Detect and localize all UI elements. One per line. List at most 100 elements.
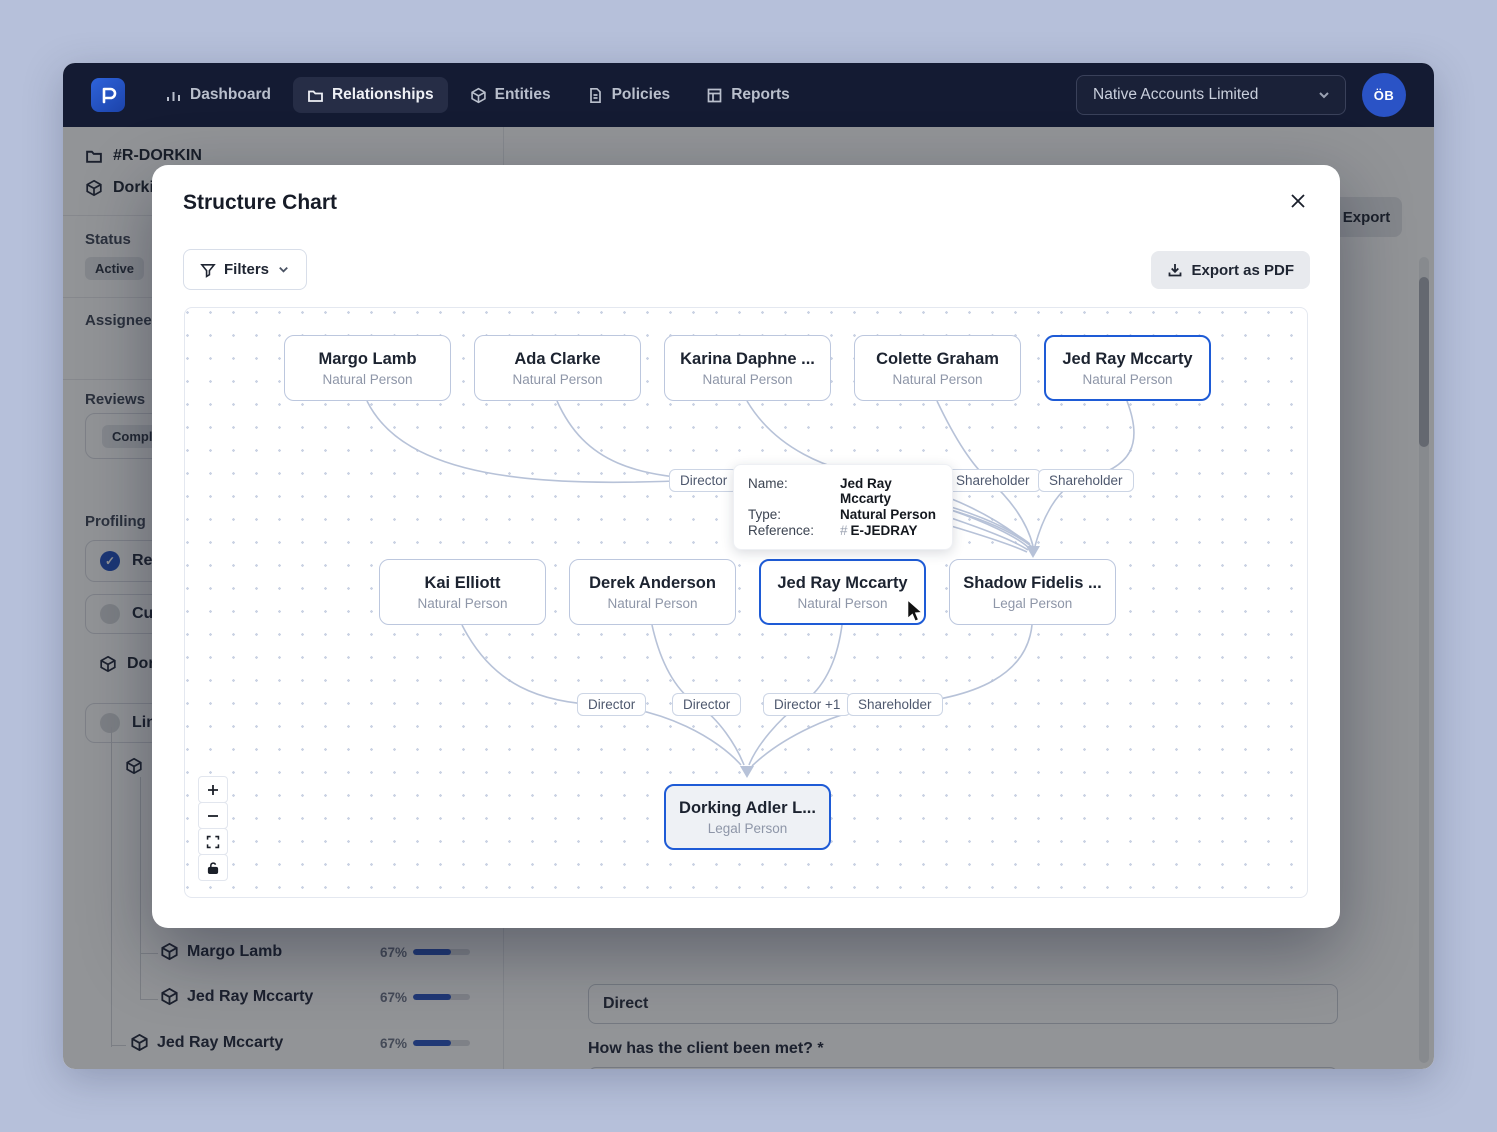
channel-input[interactable]: Direct — [588, 984, 1338, 1024]
tooltip-type-value: Natural Person — [840, 507, 937, 522]
case-id: #R-DORKIN — [113, 147, 202, 164]
minus-icon — [208, 814, 218, 817]
node-name: Dorking Adler L... — [679, 798, 816, 817]
chevron-down-icon — [279, 266, 288, 273]
edge-label-shareholder: Shareholder — [945, 469, 1041, 492]
nav-item-relationships[interactable]: Relationships — [292, 77, 448, 113]
close-icon — [1291, 194, 1305, 208]
cube-icon — [161, 942, 178, 961]
lock-button[interactable] — [198, 854, 228, 881]
navbar-right: Native Accounts Limited ÖB — [1076, 73, 1406, 117]
lock-icon — [207, 861, 219, 874]
arrowhead — [1026, 546, 1040, 558]
channel-input-value: Direct — [603, 995, 649, 1012]
nav-item-label: Dashboard — [190, 86, 271, 103]
chart-node[interactable]: Derek Anderson Natural Person — [569, 559, 736, 625]
export-pdf-button[interactable]: Export as PDF — [1151, 251, 1310, 289]
tooltip-reference-value: E-JEDRAY — [850, 523, 918, 538]
cube-icon — [470, 87, 486, 103]
check-icon: ✓ — [100, 551, 120, 571]
tooltip-reference-hash: # — [840, 523, 848, 538]
tree-row[interactable]: Margo Lamb — [160, 942, 282, 961]
edge-label-director: Director — [672, 693, 742, 716]
filters-button[interactable]: Filters — [183, 249, 308, 290]
folder-icon — [86, 150, 102, 163]
node-type: Natural Person — [702, 371, 793, 387]
tooltip-name-label: Name: — [748, 476, 788, 491]
progress-bar — [413, 994, 470, 1000]
tooltip-reference-row: Reference: #E-JEDRAY — [748, 523, 938, 538]
nav-item-dashboard[interactable]: Dashboard — [151, 77, 285, 113]
tree-node-name: Jed Ray Mccarty — [187, 987, 314, 1005]
tree-row[interactable]: Jed Ray Mccarty — [160, 987, 313, 1006]
account-selector[interactable]: Native Accounts Limited — [1076, 75, 1346, 115]
node-name: Jed Ray Mccarty — [1062, 349, 1193, 368]
entity-name: Dorki — [113, 179, 154, 196]
zoom-in-button[interactable] — [198, 776, 228, 803]
node-name: Karina Daphne ... — [680, 349, 815, 368]
chart-node-selected[interactable]: Jed Ray Mccarty Natural Person — [759, 559, 926, 625]
tree-node-name: Jed Ray Mccarty — [157, 1033, 284, 1051]
tree-connector — [140, 999, 158, 1000]
avatar-initials: ÖB — [1373, 87, 1395, 103]
structure-chart-canvas[interactable]: Margo Lamb Natural Person Ada Clarke Nat… — [184, 307, 1308, 898]
scrollbar-thumb[interactable] — [1419, 277, 1429, 447]
edge-label-shareholder: Shareholder — [847, 693, 943, 716]
chart-node[interactable]: Colette Graham Natural Person — [854, 335, 1021, 401]
node-name: Derek Anderson — [589, 573, 716, 592]
fit-view-icon — [206, 835, 220, 848]
chart-node-selected[interactable]: Jed Ray Mccarty Natural Person — [1044, 335, 1211, 401]
node-type: Natural Person — [417, 595, 508, 611]
case-id-row: #R-DORKIN — [85, 147, 202, 165]
question-met-label: How has the client been met? * — [588, 1040, 824, 1057]
nav-item-policies[interactable]: Policies — [573, 77, 685, 113]
assignee-label: Assignee — [85, 312, 152, 329]
avatar[interactable]: ÖB — [1362, 73, 1406, 117]
chart-node[interactable]: Margo Lamb Natural Person — [284, 335, 451, 401]
nav-item-reports[interactable]: Reports — [692, 77, 804, 113]
edge-label-shareholder: Shareholder — [1038, 469, 1134, 492]
node-type: Natural Person — [1082, 371, 1173, 387]
edge-label-director-plus: Director +1 — [763, 693, 852, 716]
nav-item-entities[interactable]: Entities — [456, 77, 565, 113]
zoom-controls — [198, 776, 228, 881]
scrollbar[interactable] — [1419, 257, 1429, 1063]
entity-row: Dorki — [85, 179, 154, 197]
empty-status-icon — [100, 604, 120, 624]
chart-node[interactable]: Karina Daphne ... Natural Person — [664, 335, 831, 401]
chart-node[interactable]: Ada Clarke Natural Person — [474, 335, 641, 401]
status-label: Status — [85, 231, 131, 248]
close-button[interactable] — [1288, 191, 1310, 213]
plus-icon — [208, 784, 218, 795]
zoom-out-button[interactable] — [198, 802, 228, 829]
chart-node[interactable]: Shadow Fidelis ... Legal Person — [949, 559, 1116, 625]
cube-icon — [161, 987, 178, 1006]
chart-node[interactable]: Kai Elliott Natural Person — [379, 559, 546, 625]
node-name: Colette Graham — [876, 349, 999, 368]
download-icon — [1169, 264, 1182, 277]
node-type: Natural Person — [322, 371, 413, 387]
node-name: Kai Elliott — [424, 573, 501, 592]
tree-row[interactable]: Jed Ray Mccarty — [130, 1033, 283, 1052]
tree-entity-row[interactable] — [125, 757, 143, 775]
tooltip-name-value: Jed Ray Mccarty — [840, 476, 892, 506]
account-selector-value: Native Accounts Limited — [1093, 86, 1259, 103]
tree-node-percent: 67% — [380, 945, 408, 960]
nav-item-label: Reports — [731, 86, 790, 103]
node-type: Natural Person — [797, 595, 888, 611]
cube-icon — [126, 757, 142, 775]
node-type: Legal Person — [707, 820, 788, 836]
export-button-label: Export — [1342, 208, 1391, 226]
node-name: Margo Lamb — [318, 349, 417, 368]
tooltip-type-label: Type: — [748, 507, 782, 522]
brand-logo-icon — [102, 87, 117, 104]
fit-view-button[interactable] — [198, 828, 228, 855]
tooltip-name-row: Name: Jed Ray Mccarty — [748, 476, 938, 506]
document-icon — [589, 87, 601, 103]
chart-node-selected[interactable]: Dorking Adler L... Legal Person — [664, 784, 831, 850]
nav-item-label: Relationships — [331, 86, 434, 103]
nav-item-label: Policies — [611, 86, 671, 103]
brand-logo[interactable] — [91, 78, 125, 112]
cube-icon — [100, 655, 116, 673]
tooltip-reference-label: Reference: — [748, 523, 815, 538]
